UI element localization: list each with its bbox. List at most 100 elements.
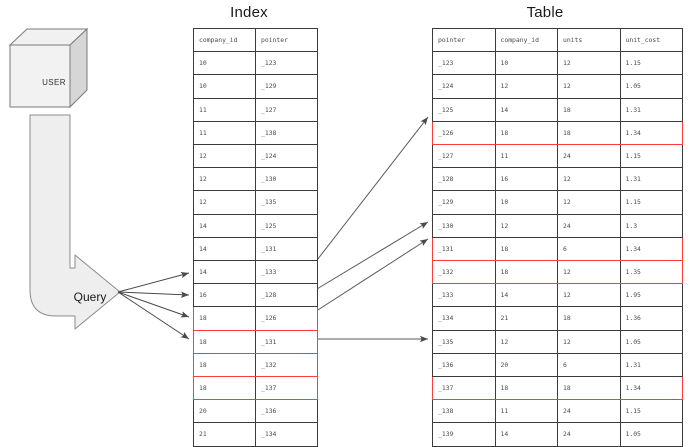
index-cell-pointer: _127 xyxy=(255,97,318,122)
data-cell-company_id: 11 xyxy=(494,399,558,424)
data-header-unit_cost: unit_cost xyxy=(619,27,683,53)
data-cell-unit_cost: 1.31 xyxy=(619,97,683,122)
index-cell-pointer: _131 xyxy=(255,329,318,354)
data-cell-pointer: _136 xyxy=(432,352,496,378)
data-cell-units: 6 xyxy=(557,236,621,262)
index-cell-pointer: _135 xyxy=(255,190,318,215)
data-cell-company_id: 18 xyxy=(494,120,558,146)
arrow-index131-to-table131 xyxy=(306,221,429,296)
index-cell-company_id: 14 xyxy=(193,213,256,238)
data-cell-company_id: 12 xyxy=(494,329,558,354)
index-row: 14_125 xyxy=(193,213,318,238)
index-cell-company_id: 21 xyxy=(193,422,256,447)
arrow-query-to-index-137 xyxy=(117,291,190,340)
data-cell-pointer: _131 xyxy=(432,236,496,262)
data-cell-pointer: _134 xyxy=(432,306,496,331)
data-cell-company_id: 11 xyxy=(494,144,558,169)
data-cell-company_id: 10 xyxy=(494,51,558,76)
query-to-index-arrows xyxy=(117,271,190,340)
data-cell-units: 12 xyxy=(557,329,621,354)
data-cell-unit_cost: 1.05 xyxy=(619,329,683,354)
data-cell-company_id: 10 xyxy=(494,190,558,215)
table-title: Table xyxy=(526,4,564,21)
index-cell-pointer: _136 xyxy=(255,399,318,424)
index-cell-pointer: _129 xyxy=(255,74,318,99)
data-cell-units: 24 xyxy=(557,213,621,238)
index-row: 12_130 xyxy=(193,167,318,192)
data-header-pointer: pointer xyxy=(432,27,496,53)
index-header-pointer: pointer xyxy=(255,27,318,53)
arrow-index132-to-table132 xyxy=(306,238,429,318)
data-cell-unit_cost: 1.31 xyxy=(619,352,683,378)
data-cell-unit_cost: 1.05 xyxy=(619,74,683,99)
index-cell-pointer: _137 xyxy=(255,376,318,401)
data-cell-pointer: _133 xyxy=(432,283,496,308)
index-cell-company_id: 18 xyxy=(193,352,256,378)
index-row: 12_124 xyxy=(193,144,318,169)
index-cell-pointer: _134 xyxy=(255,422,318,447)
data-cell-units: 18 xyxy=(557,97,621,122)
index-to-table-arrows xyxy=(306,116,429,343)
index-row: 18_131 xyxy=(193,329,318,354)
index-row: 16_128 xyxy=(193,283,318,308)
diagram-shapes-layer xyxy=(8,27,429,343)
data-cell-company_id: 16 xyxy=(494,167,558,192)
data-cell-company_id: 20 xyxy=(494,352,558,378)
data-cell-unit_cost: 1.36 xyxy=(619,306,683,331)
data-cell-units: 12 xyxy=(557,74,621,99)
index-row: 18_137 xyxy=(193,376,318,401)
arrow-index126-to-table126 xyxy=(306,116,429,274)
data-cell-unit_cost: 1.95 xyxy=(619,283,683,308)
data-cell-unit_cost: 1.34 xyxy=(619,236,683,262)
index-cell-pointer: _128 xyxy=(255,283,318,308)
data-cell-units: 24 xyxy=(557,399,621,424)
data-header-units: units xyxy=(557,27,621,53)
data-cell-pointer: _132 xyxy=(432,260,496,285)
data-header-company_id: company_id xyxy=(494,27,558,53)
data-cell-company_id: 12 xyxy=(494,213,558,238)
data-cell-company_id: 14 xyxy=(494,422,558,447)
index-row: 10_129 xyxy=(193,74,318,99)
index-cell-pointer: _131 xyxy=(255,236,318,262)
data-cell-units: 6 xyxy=(557,352,621,378)
data-cell-pointer: _138 xyxy=(432,399,496,424)
arrow-query-to-index-132 xyxy=(117,291,190,318)
data-cell-unit_cost: 1.15 xyxy=(619,51,683,76)
index-cell-pointer: _138 xyxy=(255,120,318,146)
data-cell-pointer: _130 xyxy=(432,213,496,238)
data-cell-unit_cost: 1.3 xyxy=(619,213,683,238)
arrow-query-to-index-126 xyxy=(117,271,190,293)
data-cell-pointer: _125 xyxy=(432,97,496,122)
index-cell-pointer: _124 xyxy=(255,144,318,169)
data-cell-units: 18 xyxy=(557,120,621,146)
data-cell-company_id: 18 xyxy=(494,260,558,285)
index-cell-pointer: _125 xyxy=(255,213,318,238)
data-cell-unit_cost: 1.15 xyxy=(619,144,683,169)
data-cell-company_id: 18 xyxy=(494,376,558,401)
index-header-company_id: company_id xyxy=(193,27,256,53)
index-cell-company_id: 16 xyxy=(193,283,256,308)
data-cell-company_id: 18 xyxy=(494,236,558,262)
data-cell-pointer: _128 xyxy=(432,167,496,192)
index-cell-company_id: 12 xyxy=(193,144,256,169)
index-cell-company_id: 10 xyxy=(193,74,256,99)
index-cell-pointer: _130 xyxy=(255,167,318,192)
data-cell-company_id: 14 xyxy=(494,283,558,308)
data-cell-units: 12 xyxy=(557,260,621,285)
